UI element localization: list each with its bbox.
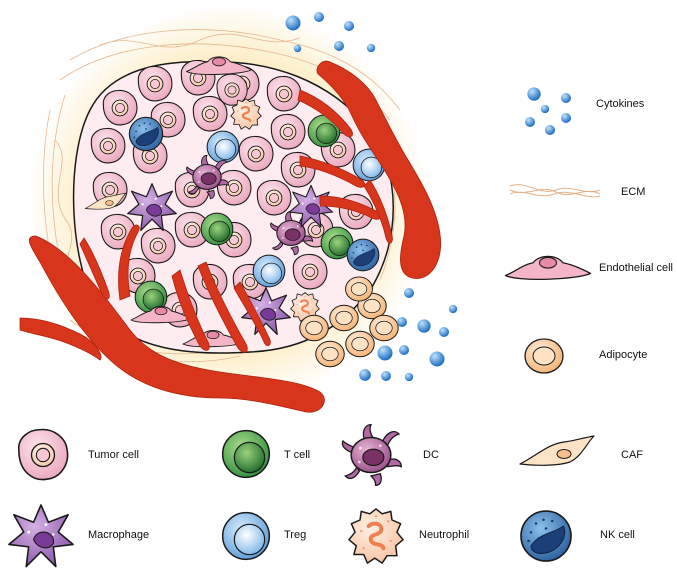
treg-icon xyxy=(221,511,271,561)
cytokine-dots-icon xyxy=(525,87,571,135)
t-cell-in-tumor-2 xyxy=(200,212,234,246)
legend-label-dc: DC xyxy=(423,449,439,461)
legend-label-endothelial-cell: Endothelial cell xyxy=(599,262,673,274)
legend-label-neutrophil: Neutrophil xyxy=(419,529,470,541)
ecm-fiber-icon xyxy=(509,184,601,198)
treg-in-tumor-1 xyxy=(206,130,240,164)
treg-in-tumor-3 xyxy=(252,254,286,288)
nk-cell-icon xyxy=(520,510,572,562)
macrophage-icon xyxy=(8,504,74,568)
legend-label-nk-cell: NK cell xyxy=(600,529,635,541)
legend-label-tumor-cell: Tumor cell xyxy=(88,449,139,461)
legend-label-macrophage: Macrophage xyxy=(88,529,150,541)
legend-label-ecm: ECM xyxy=(621,186,646,198)
legend-label-adipocyte: Adipocyte xyxy=(599,349,648,361)
legend-label-treg: Treg xyxy=(284,529,307,541)
endothelial-cell-icon xyxy=(504,255,592,281)
t-cell-icon xyxy=(221,429,271,479)
legend-label-t-cell: T cell xyxy=(284,449,311,461)
neutrophil-icon xyxy=(346,506,406,566)
nk-cell-in-tumor-2 xyxy=(346,238,380,272)
legend-label-cytokines: Cytokines xyxy=(596,98,645,110)
legend-label-caf: CAF xyxy=(621,449,643,461)
blood-vessels xyxy=(19,60,442,413)
tumor-cell-icon xyxy=(17,428,69,481)
caf-icon xyxy=(519,435,595,466)
adipocyte-icon xyxy=(524,338,564,374)
nk-cell-in-tumor-1 xyxy=(128,116,164,152)
dendritic-cell-icon xyxy=(341,423,403,487)
